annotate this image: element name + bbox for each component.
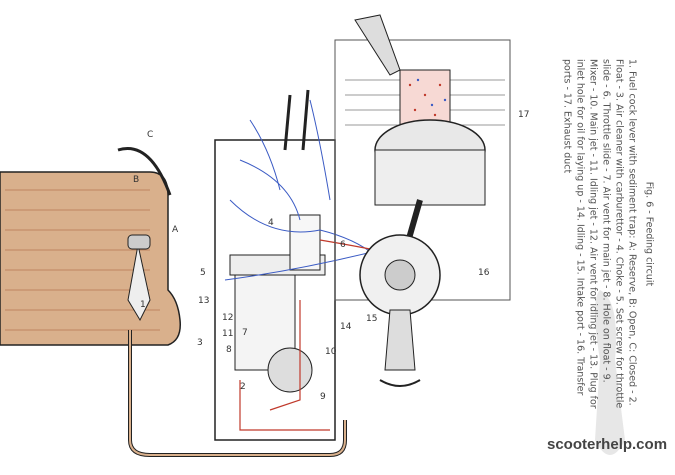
cylinder-fins — [334, 39, 511, 301]
figure-caption: Fig. 6 - Feeding circuit 1. Fuel cock le… — [561, 59, 656, 409]
label-15: 15 — [366, 314, 378, 324]
rotation-arrow — [379, 379, 421, 387]
label-a: A — [172, 225, 179, 235]
watermark-text: scooterhelp.com — [547, 436, 668, 453]
label-7: 7 — [242, 328, 248, 338]
scooter-watermark-image — [595, 290, 625, 455]
label-12: 12 — [222, 313, 234, 323]
label-17: 17 — [518, 110, 530, 120]
fuel-cock-lever — [127, 244, 151, 322]
lever-arc-arrow — [117, 147, 172, 196]
label-16: 16 — [478, 268, 490, 278]
fuel-tank — [0, 171, 181, 346]
label-c: C — [147, 130, 154, 140]
spark-plug — [354, 14, 401, 76]
label-2: 2 — [240, 382, 246, 392]
label-9: 9 — [320, 392, 326, 402]
label-5: 5 — [200, 268, 206, 278]
figure-title: Fig. 6 - Feeding circuit — [643, 181, 655, 287]
label-11: 11 — [222, 329, 234, 339]
label-b: B — [133, 175, 140, 185]
label-4: 4 — [268, 218, 274, 228]
label-14: 14 — [340, 322, 352, 332]
label-3: 3 — [197, 338, 203, 348]
label-6: 6 — [340, 240, 346, 250]
label-10: 10 — [325, 347, 337, 357]
float — [267, 347, 313, 393]
label-13: 13 — [198, 296, 210, 306]
figure-caption-text: 1. Fuel cock lever with sediment trap: A… — [561, 59, 638, 409]
label-1: 1 — [140, 300, 146, 310]
label-8: 8 — [226, 345, 232, 355]
